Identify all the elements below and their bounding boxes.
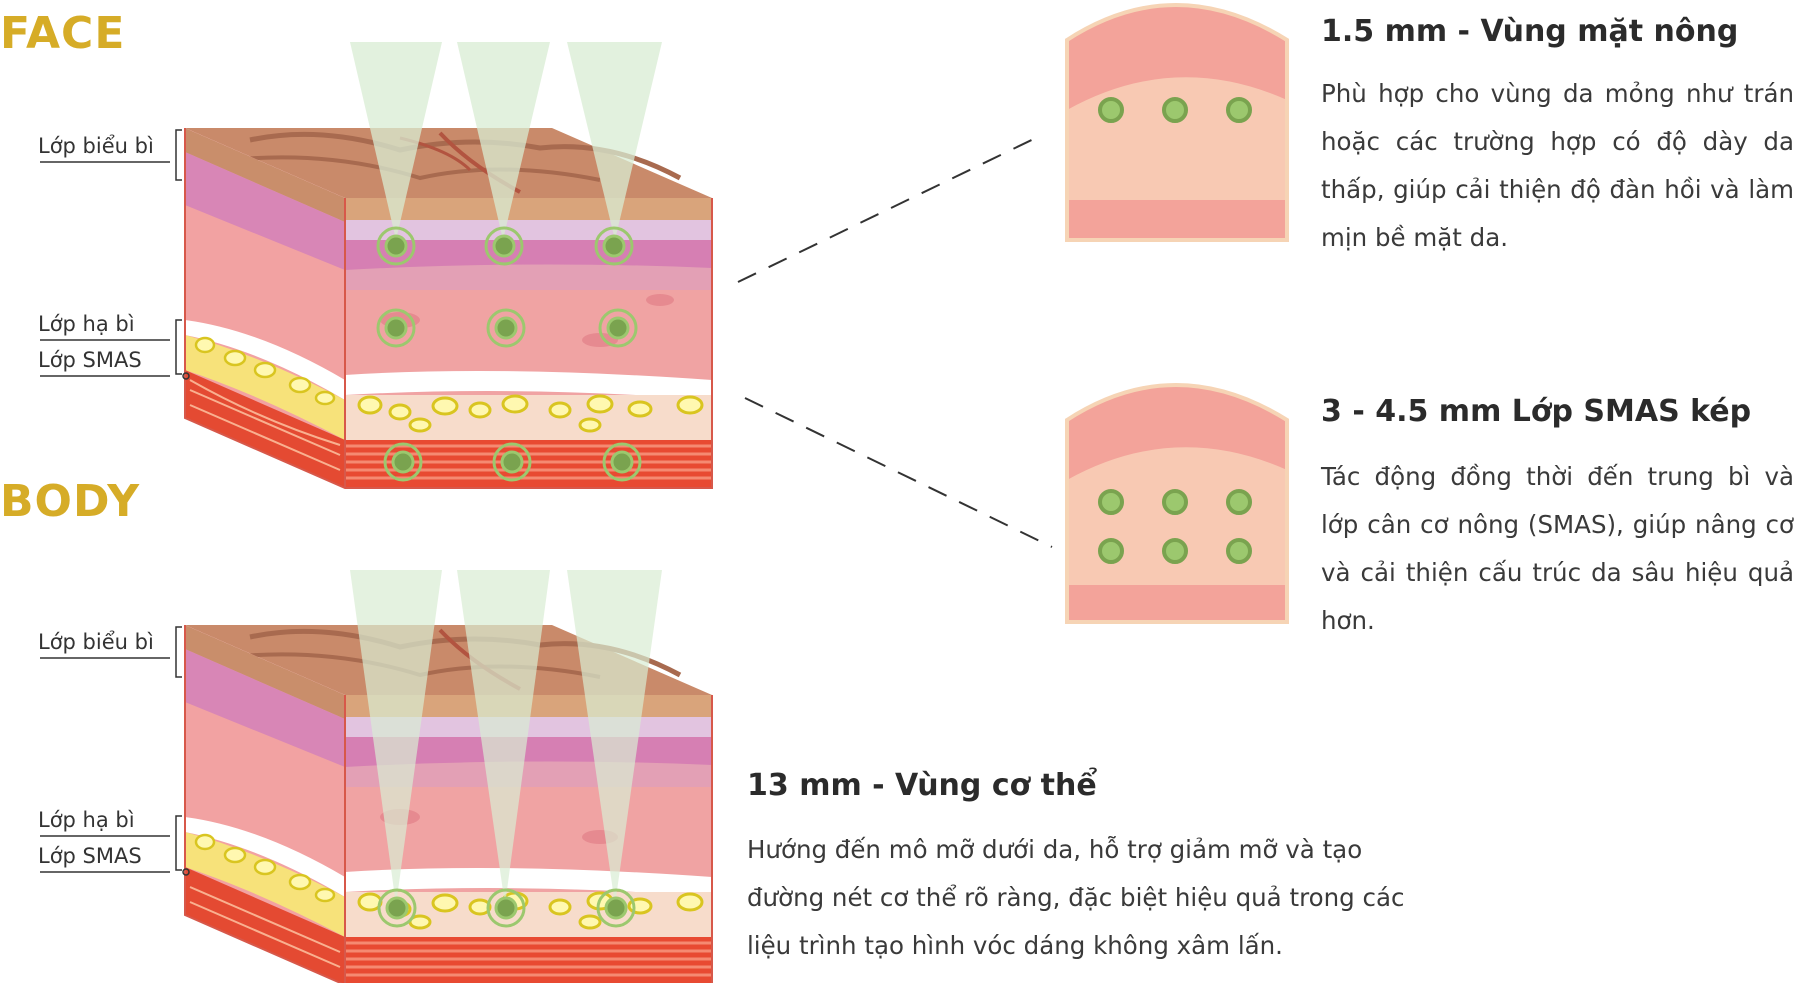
detail-text-1: Phù hợp cho vùng da mỏng như trán hoặc c… [1321,79,1794,252]
body-title: BODY [0,476,141,527]
detail-text-3: Hướng đến mô mỡ dưới da, hỗ trợ giảm mỡ … [747,835,1405,960]
detail-heading-1: 1.5 mm - Vùng mặt nông [1321,14,1739,49]
face-focal-points [376,226,642,482]
face-label-smas: Lớp SMAS [38,348,142,372]
body-label-brackets [40,626,190,876]
cross-section-card-1 [1065,3,1289,242]
body-label-dermis: Lớp hạ bì [38,808,135,832]
face-title: FACE [0,8,126,59]
face-label-brackets [40,129,190,380]
body-label-epidermis: Lớp biểu bì [38,630,154,654]
face-ultrasound-beams [350,42,662,240]
body-focal-points [377,888,636,928]
detail-heading-3: 13 mm - Vùng cơ thể [747,768,1097,803]
face-label-epidermis: Lớp biểu bì [38,134,154,158]
face-label-dermis: Lớp hạ bì [38,312,135,336]
body-label-smas: Lớp SMAS [38,844,142,868]
dashed-connectors [737,133,1053,548]
detail-heading-2: 3 - 4.5 mm Lớp SMAS kép [1321,394,1752,429]
detail-text-2: Tác động đồng thời đến trung bì và lớp c… [1321,462,1794,635]
body-ultrasound-beams [350,570,662,905]
face-skin-block [184,128,713,489]
cross-section-card-2 [1065,383,1289,624]
